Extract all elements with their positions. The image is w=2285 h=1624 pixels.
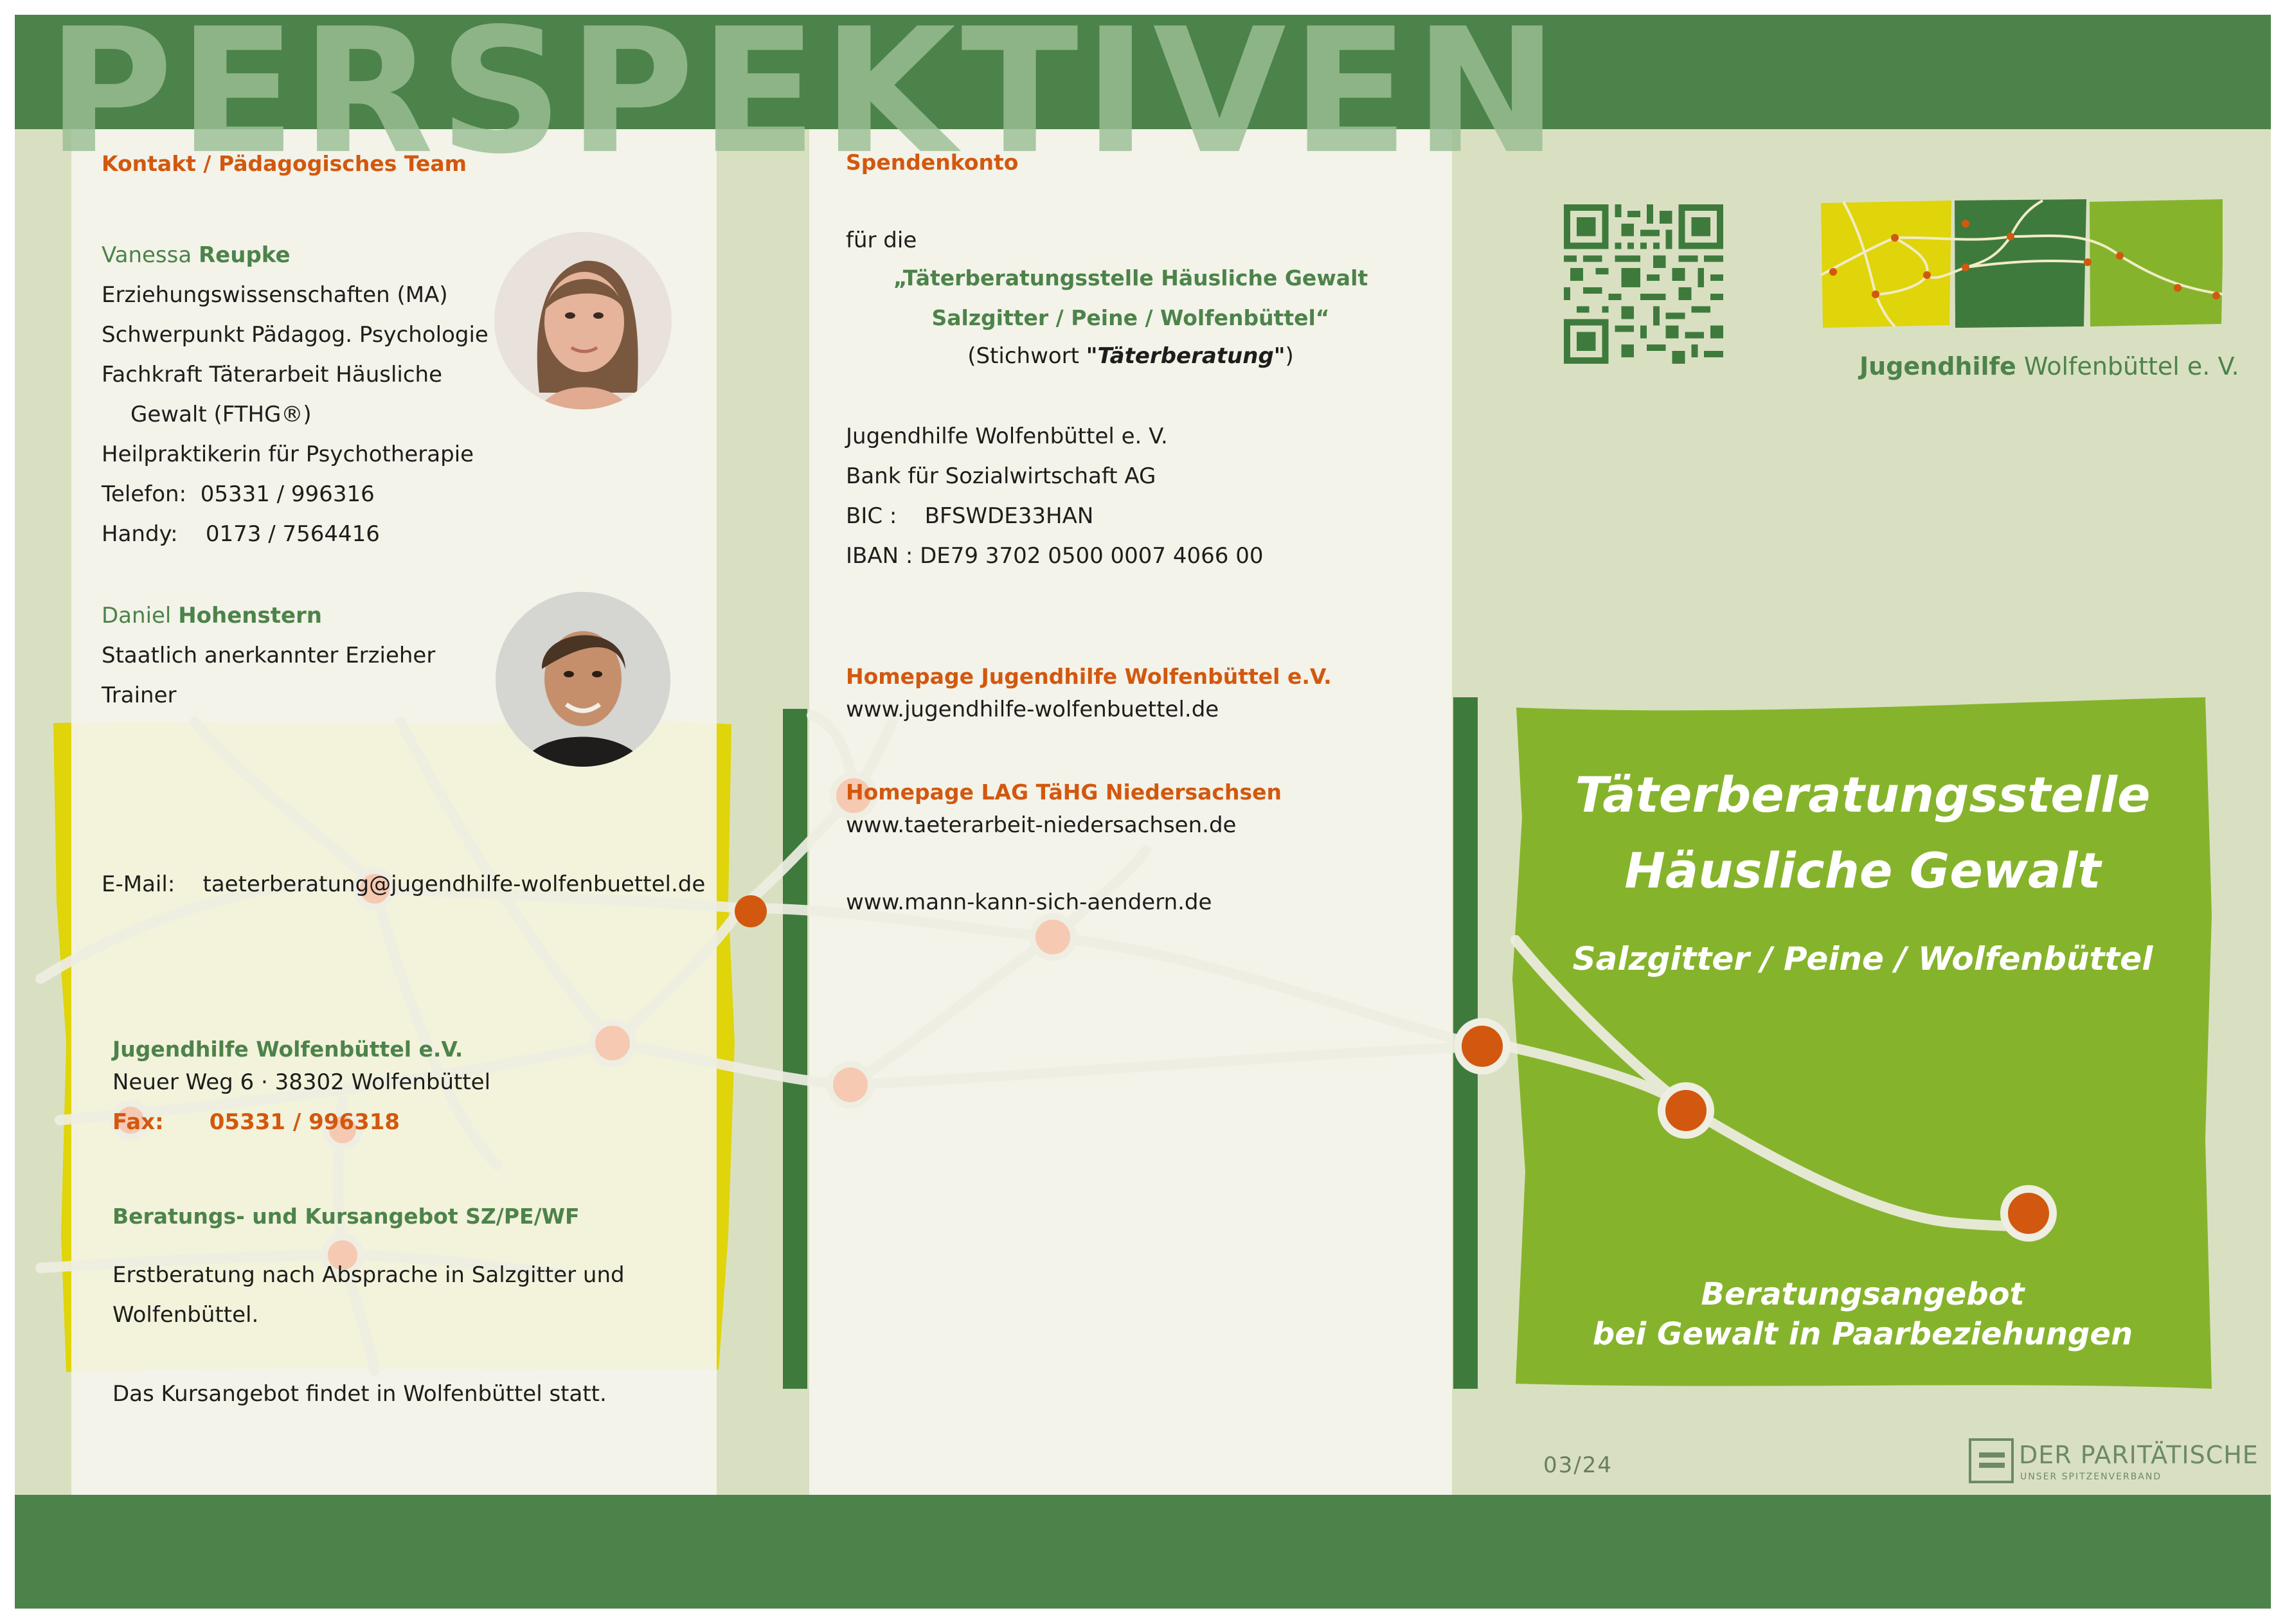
logo-org-name: Jugendhilfe Wolfenbüttel e. V.	[1859, 352, 2239, 380]
homepage3-link[interactable]: www.mann-kann-sich-aendern.de	[846, 889, 1212, 915]
keyword-prefix: (Stichwort	[967, 343, 1086, 369]
donation-heading: Spendenkonto	[846, 150, 1019, 175]
email-address[interactable]: taeterberatung@jugendhilfe-wolfenbuettel…	[202, 871, 706, 897]
donation-intro: für die	[846, 228, 917, 253]
keyword: "Täterberatung"	[1086, 343, 1286, 369]
cover-subtitle: Salzgitter / Peine / Wolfenbüttel	[1572, 940, 2153, 977]
email-row: E-Mail: taeterberatung@jugendhilfe-wolfe…	[102, 864, 705, 904]
homepage2-heading: Homepage LAG TäHG Niedersachsen	[846, 780, 1282, 805]
route-node	[827, 1061, 874, 1109]
phone-number: 05331 / 996316	[200, 481, 375, 507]
person1-line: Fachkraft Täterarbeit Häusliche	[102, 362, 443, 388]
person1-line: Gewalt (FTHG®)	[130, 402, 312, 427]
iban-row: IBAN : DE79 3702 0500 0007 4066 00	[846, 536, 1263, 576]
bic-row: BIC : BFSWDE33HAN	[846, 496, 1093, 536]
route-node	[589, 1019, 636, 1067]
route-node	[111, 1100, 150, 1140]
offer-text: Erstberatung nach Absprache in Salzgitte…	[112, 1262, 625, 1288]
iban-value: DE79 3702 0500 0007 4066 00	[920, 543, 1264, 569]
header-band	[15, 15, 2271, 129]
homepage2-link[interactable]: www.taeterarbeit-niedersachsen.de	[846, 812, 1237, 838]
perspektiven-word: PERSPEKTIVEN	[47, 15, 1564, 192]
footer-band	[15, 1495, 2271, 1609]
course-text: Das Kursangebot findet in Wolfenbüttel s…	[112, 1381, 607, 1407]
route-node	[323, 1110, 363, 1150]
paritaetische-slogan: UNSER SPITZENVERBAND	[2020, 1472, 2162, 1482]
account-holder: Jugendhilfe Wolfenbüttel e. V.	[846, 424, 1168, 449]
paritaetische-logo: DER PARITÄTISCHE UNSER SPITZENVERBAND	[1969, 1438, 2258, 1490]
mobile-label: Handy:	[102, 521, 178, 547]
cover-title: Täterberatungsstelle Häusliche Gewalt	[1516, 757, 2210, 909]
person2-last-name: Hohenstern	[178, 603, 322, 629]
org-name: Jugendhilfe Wolfenbüttel e.V.	[112, 1037, 463, 1062]
person1-portrait	[494, 232, 672, 409]
person1-first-name: Vanessa	[102, 242, 192, 268]
homepage1-heading: Homepage Jugendhilfe Wolfenbüttel e.V.	[846, 664, 1332, 689]
person2-name: Daniel Hohenstern	[102, 596, 322, 636]
route-stop	[735, 895, 767, 927]
green-strip-left	[783, 709, 807, 1389]
person1-mobile: Handy: 0173 / 7564416	[102, 514, 380, 554]
fax-number: 05331 / 996318	[209, 1109, 400, 1135]
keyword-suffix: )	[1285, 343, 1294, 369]
person1-last-name: Reupke	[199, 242, 291, 268]
route-node	[830, 772, 877, 819]
mobile-number: 0173 / 7564416	[205, 521, 380, 547]
route-stop	[2000, 1185, 2057, 1242]
cover-title-line: Häusliche Gewalt	[1624, 842, 2101, 899]
logo-org-rest: Wolfenbüttel e. V.	[2016, 352, 2239, 380]
phone-label: Telefon:	[102, 481, 187, 507]
iban-label: IBAN :	[846, 543, 913, 569]
cover-tagline-line: Beratungsangebot	[1701, 1276, 2025, 1312]
org-address: Neuer Weg 6 · 38302 Wolfenbüttel	[112, 1069, 491, 1095]
route-stop	[1454, 1018, 1510, 1075]
route-node	[354, 868, 396, 910]
person2-portrait	[496, 592, 670, 767]
keyword-row: (Stichwort "Täterberatung")	[809, 336, 1452, 376]
cover-title-line: Täterberatungsstelle	[1575, 766, 2151, 823]
person2-first-name: Daniel	[102, 603, 172, 629]
person1-line: Heilpraktikerin für Psychotherapie	[102, 442, 474, 467]
fax-label: Fax:	[112, 1109, 164, 1135]
donation-panel	[809, 129, 1452, 1495]
route-lines	[35, 710, 2057, 1376]
route-node	[1029, 913, 1077, 961]
paritaetische-name: DER PARITÄTISCHE	[2019, 1441, 2259, 1469]
person2-photo	[496, 592, 670, 767]
fax-row: Fax: 05331 / 996318	[112, 1102, 400, 1142]
cover-tagline-line: bei Gewalt in Paarbeziehungen	[1592, 1316, 2133, 1352]
bic-value: BFSWDE33HAN	[924, 503, 1094, 529]
homepage1-link[interactable]: www.jugendhilfe-wolfenbuettel.de	[846, 697, 1219, 722]
email-label: E-Mail:	[102, 871, 175, 897]
edition-number: 03/24	[1543, 1452, 1613, 1478]
route-node	[321, 1234, 364, 1276]
person1-line: Schwerpunkt Pädagog. Psychologie	[102, 322, 488, 348]
recipient-line: Salzgitter / Peine / Wolfenbüttel“	[931, 305, 1330, 330]
recipient-line: „Täterberatungsstelle Häusliche Gewalt	[893, 265, 1368, 290]
bic-label: BIC :	[846, 503, 897, 529]
contact-heading: Kontakt / Pädagogisches Team	[102, 151, 467, 176]
person1-phone: Telefon: 05331 / 996316	[102, 474, 375, 514]
offer-heading: Beratungs- und Kursangebot SZ/PE/WF	[112, 1204, 580, 1229]
person2-line: Trainer	[102, 683, 177, 708]
person1-name: Vanessa Reupke	[102, 235, 291, 275]
person1-line: Erziehungswissenschaften (MA)	[102, 282, 448, 308]
person1-photo	[494, 232, 672, 409]
jugendhilfe-logo	[1820, 199, 2223, 328]
route-stop	[1658, 1082, 1714, 1139]
logo-org-bold: Jugendhilfe	[1859, 352, 2016, 380]
bank-name: Bank für Sozialwirtschaft AG	[846, 463, 1156, 489]
paritaetische-emblem	[1969, 1438, 2014, 1483]
person2-line: Staatlich anerkannter Erzieher	[102, 643, 436, 668]
qr-code[interactable]	[1564, 204, 1723, 364]
brochure-page: PERSPEKTIVEN Kontakt / Pädagogisches Tea…	[15, 15, 2271, 1609]
cover-tagline: Beratungsangebot bei Gewalt in Paarbezie…	[1516, 1274, 2210, 1354]
offer-text: Wolfenbüttel.	[112, 1302, 259, 1328]
